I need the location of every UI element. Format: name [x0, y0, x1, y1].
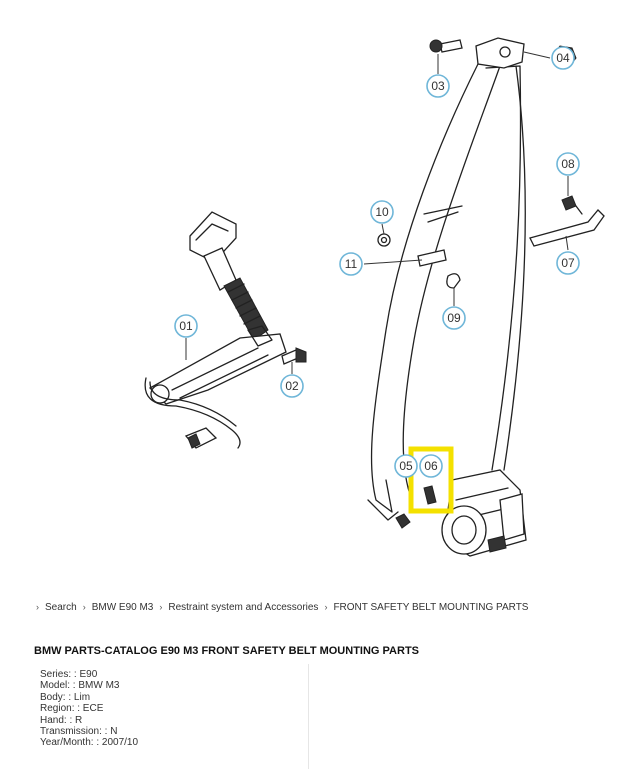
breadcrumb: › Search › BMW E90 M3 › Restraint system…: [36, 602, 528, 613]
breadcrumb-separator: ›: [159, 602, 163, 612]
svg-text:11: 11: [345, 257, 358, 271]
callout-10[interactable]: 10: [370, 200, 394, 224]
callout-07[interactable]: 07: [556, 251, 580, 275]
breadcrumb-item-category[interactable]: Restraint system and Accessories: [168, 602, 319, 613]
svg-text:09: 09: [447, 311, 461, 325]
svg-text:08: 08: [561, 157, 575, 171]
breadcrumb-item-model[interactable]: BMW E90 M3: [91, 602, 154, 613]
vehicle-details: Series: : E90 Model: : BMW M3 Body: : Li…: [40, 669, 138, 749]
callout-03[interactable]: 03: [426, 74, 450, 98]
svg-text:05: 05: [399, 459, 413, 473]
detail-row-transmission: Transmission: : N: [40, 726, 118, 738]
callout-06[interactable]: 06: [419, 454, 443, 478]
detail-row-hand: Hand: : R: [40, 714, 83, 726]
callout-04[interactable]: 04: [551, 46, 575, 70]
parts-diagram: 01 02 03 04 05 06 07 08 09 10 11: [144, 37, 605, 557]
breadcrumb-item-search[interactable]: Search: [45, 602, 77, 613]
svg-text:03: 03: [431, 79, 445, 93]
callout-05[interactable]: 05: [394, 454, 418, 478]
svg-text:06: 06: [424, 459, 438, 473]
callout-09[interactable]: 09: [442, 306, 466, 330]
svg-text:04: 04: [556, 51, 570, 65]
callout-08[interactable]: 08: [556, 152, 580, 176]
breadcrumb-item-current: FRONT SAFETY BELT MOUNTING PARTS: [333, 602, 529, 613]
page-title: BMW PARTS-CATALOG E90 M3 FRONT SAFETY BE…: [34, 645, 419, 657]
callout-11[interactable]: 11: [339, 252, 363, 276]
detail-row-body: Body: : Lim: [40, 691, 91, 703]
breadcrumb-separator: ›: [324, 602, 328, 612]
breadcrumb-separator: ›: [82, 602, 86, 612]
svg-text:01: 01: [179, 319, 193, 333]
svg-text:10: 10: [375, 205, 389, 219]
callout-02[interactable]: 02: [280, 374, 304, 398]
svg-text:07: 07: [561, 256, 575, 270]
belt-retractor: [395, 469, 527, 557]
highlight-box: [408, 446, 454, 514]
detail-row-year-month: Year/Month: : 2007/10: [40, 737, 139, 749]
svg-text:02: 02: [285, 379, 299, 393]
belt-webbing: [367, 63, 526, 521]
detail-row-series: Series: : E90: [40, 669, 98, 680]
anchor-bar: [529, 195, 605, 247]
breadcrumb-separator: ›: [36, 602, 39, 612]
leader-lines: [185, 51, 569, 374]
divider: [308, 664, 309, 769]
belt-guides: [377, 205, 463, 289]
detail-row-model: Model: : BMW M3: [40, 680, 120, 692]
callout-01[interactable]: 01: [174, 314, 198, 338]
detail-row-region: Region: : ECE: [40, 703, 104, 715]
belt-buckle-assembly: [144, 211, 307, 449]
